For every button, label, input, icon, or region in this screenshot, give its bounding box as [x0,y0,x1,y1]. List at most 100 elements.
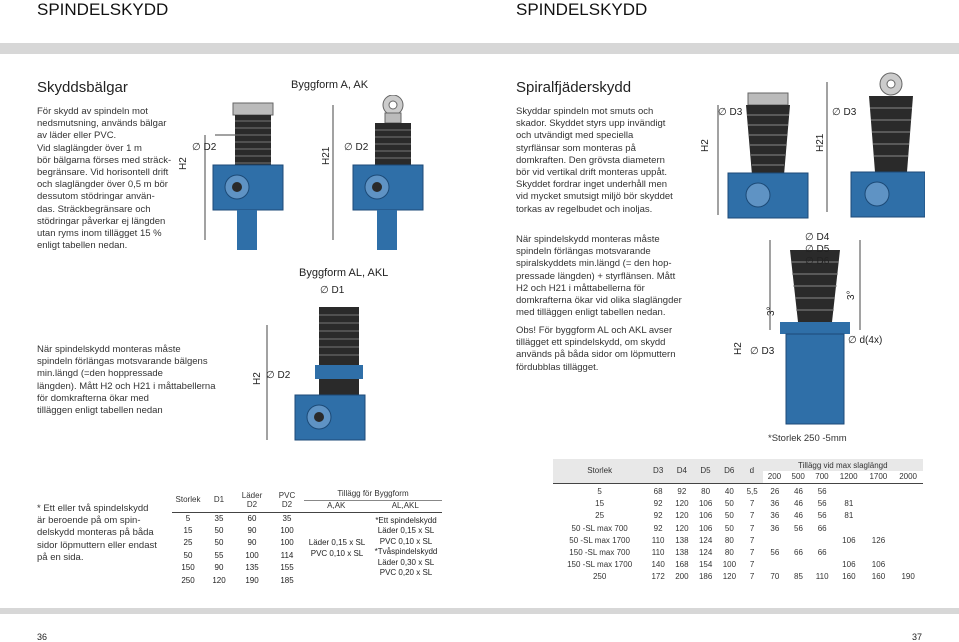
table-cell [834,522,864,534]
table-cell [810,559,834,571]
th-200: 200 [767,472,782,482]
table-cell: 186 [698,572,713,582]
spiral-table: Storlek D3 D4 D5 D6 d Tillägg vid max sl… [553,459,923,583]
angle-label-right: 3° [846,290,857,300]
table-cell: 120 [675,499,689,509]
table-cell: 160 [871,572,886,582]
table-cell [893,546,923,558]
table-cell [864,510,894,522]
table-cell: 160 [842,572,856,582]
d3-label-spiral-1: ∅ D3 [718,107,743,118]
bellows-footnote: * Ett eller två spindelskydd är beroende… [37,503,157,563]
table-cell: 124 [698,535,713,545]
table-cell: 46 [794,487,803,497]
table-cell: 106 [842,560,856,570]
th-500: 500 [791,472,805,482]
table-cell [893,510,923,522]
table-cell: 50 -SL max 1700 [569,535,630,545]
table-cell: 7 [749,560,755,570]
table-cell: 66 [817,523,827,533]
table-cell: 81 [844,511,854,521]
th-d4: D4 [670,459,694,483]
th-d3: D3 [646,459,670,483]
spiral-obs-text: Obs! För byggform AL och AKL avser tillä… [516,325,676,373]
table-cell: 138 [675,548,689,558]
page-header-left: SPINDELSKYDD [37,0,169,19]
storlek-note: *Storlek 250 -5mm [768,433,847,444]
table-cell: 138 [675,535,689,545]
jack-bellows-figure-ak [332,95,424,250]
table-cell: 124 [698,548,713,558]
spiral-note-text: När spindelskydd monteras måste spindeln… [516,234,682,319]
th-storlek-r: Storlek [553,459,647,483]
table-cell: 140 [651,560,665,570]
table-cell: 126 [871,535,886,545]
table-cell: 50 [724,499,734,509]
table-cell: 106 [698,523,713,533]
table-cell [864,498,894,510]
d4-label: ∅ D4 [805,232,830,243]
th-d5: D5 [693,459,718,483]
table-cell: 50 [724,511,734,521]
table-cell: 150 -SL max 700 [569,548,630,558]
jack-bellows-figure-al [266,307,366,441]
d3-label-section: ∅ D3 [750,346,775,357]
table-cell: 5,5 [746,487,758,497]
table-cell [787,559,811,571]
table-cell: 81 [844,499,854,509]
table-cell: 250 [592,572,607,582]
th-tillagg-max: Tillägg vid max slaglängd [762,459,923,471]
table-cell: 56 [817,511,827,521]
bottom-band [0,608,959,614]
d2-label-ak: ∅ D2 [344,142,369,153]
page-header-right: SPINDELSKYDD [516,0,648,19]
table-cell [864,486,894,498]
spiral-jack-figure-2 [826,72,925,218]
table-cell: 106 [871,560,886,570]
table-cell: 190 [901,572,915,582]
h2-label-spiral: H2 [700,139,711,152]
table-cell: 7 [749,523,755,533]
table-cell: 7 [749,499,755,509]
table-cell: 200 [675,572,689,582]
table-cell: 25 [595,511,605,521]
table-cell: 50 [724,523,734,533]
table-cell: 7 [749,535,755,545]
table-cell: 15 [595,499,605,509]
th-storlek: Storlek [175,495,201,505]
table-cell: 56 [817,499,827,509]
table-cell: 120 [722,572,737,582]
table-cell [834,546,864,558]
table-cell: 40 [724,487,734,497]
spiral-jack-figure-1 [717,92,809,219]
table-cell: 36 [770,511,780,521]
table-cell: 36 [770,499,780,509]
table-cell: 110 [651,548,665,558]
table-cell: 56 [817,487,827,497]
d2-label-al: ∅ D2 [266,370,291,381]
table-cell: 92 [653,499,663,509]
table-cell [893,486,923,498]
table-cell: 100 [722,560,737,570]
table-cell: 46 [794,499,803,509]
table-cell: 168 [675,560,689,570]
table-cell: 7 [749,511,755,521]
table-cell: 50 -SL max 700 [571,523,628,533]
table-cell [864,522,894,534]
top-band [0,43,959,54]
table-cell [810,534,834,546]
spiral-intro-text: Skyddar spindeln mot smuts och skador. S… [516,106,673,215]
table-cell [834,486,864,498]
h2-label-al: H2 [252,372,263,385]
d4x-label: ∅ d(4x) [848,335,883,346]
table-cell [893,534,923,546]
table-cell: 154 [698,560,713,570]
